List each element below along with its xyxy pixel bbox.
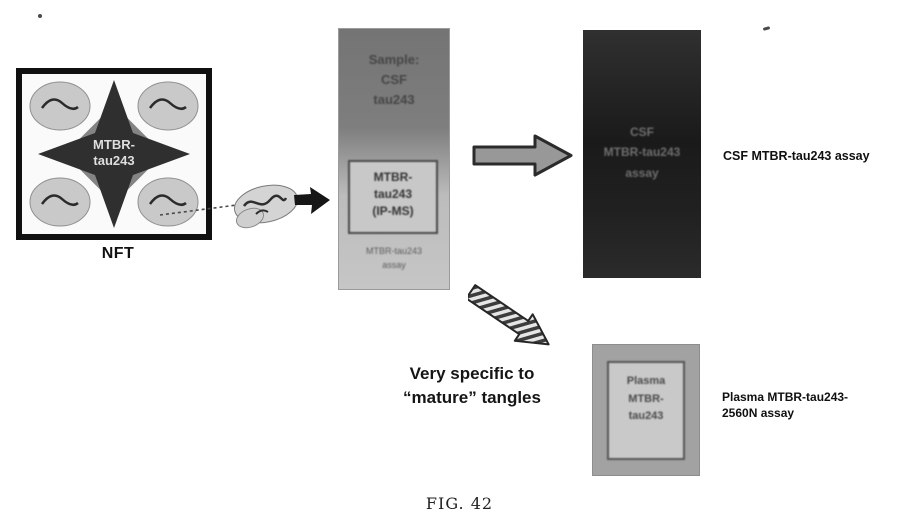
- plasma-assay-panel: Plasma MTBR- tau243: [592, 344, 700, 476]
- panel-text: assay: [625, 165, 659, 180]
- panel-text: MTBR-tau243: [365, 246, 423, 256]
- csf-panel-text: CSF MTBR-tau243 assay: [583, 122, 701, 183]
- dotted-connector-line: [159, 204, 238, 216]
- center-panel-heading: Sample: CSF tau243: [338, 50, 450, 110]
- filament-blob-top-left: [29, 81, 91, 131]
- filament-squiggle: [148, 194, 187, 207]
- plasma-label-line2: 2560N assay: [722, 406, 795, 421]
- filament-blob-top-right: [137, 81, 199, 131]
- csf-assay-panel: CSF MTBR-tau243 assay: [583, 30, 701, 278]
- filament-blob-bottom-left: [29, 177, 91, 227]
- nft-label: NFT: [101, 245, 135, 262]
- note-line2: “mature” tangles: [403, 387, 541, 407]
- filament-blob-bottom-right: [137, 177, 199, 227]
- ip-ms-panel: Sample: CSF tau243 MTBR- tau243 (IP-MS) …: [338, 28, 450, 290]
- panel-text: tau243: [628, 410, 664, 423]
- nft-schematic-box: MTBR- tau243: [16, 68, 212, 240]
- panel-text: MTBR-: [628, 392, 664, 405]
- plasma-label-line1: Plasma MTBR-tau243-: [722, 390, 849, 404]
- plasma-assay-label: Plasma MTBR-tau243- 2560N assay: [722, 389, 917, 421]
- panel-text: CSF: [630, 125, 654, 139]
- right-arrow-small-icon: [294, 187, 330, 214]
- filament-squiggle: [40, 98, 79, 111]
- core-text-line2: tau243: [93, 153, 134, 168]
- note-line1: Very specific to: [409, 364, 535, 383]
- figure-caption: FIG. 42: [425, 494, 494, 513]
- very-specific-note: Very specific to “mature” tangles: [383, 362, 561, 410]
- nft-schematic-drawing: MTBR- tau243: [29, 80, 199, 228]
- stray-dot: [38, 14, 42, 18]
- right-arrow-large-icon: [472, 134, 573, 177]
- panel-text: (IP-MS): [372, 203, 414, 218]
- tau-fragment-blob: [233, 184, 299, 229]
- panel-text: Plasma: [626, 375, 666, 387]
- panel-text: CSF: [381, 72, 407, 88]
- panel-text: assay: [382, 260, 406, 271]
- center-panel-inset-box: MTBR- tau243 (IP-MS): [348, 160, 438, 234]
- plasma-panel-inset-box: Plasma MTBR- tau243: [607, 361, 685, 460]
- panel-text: MTBR-: [373, 170, 413, 184]
- filament-squiggle: [148, 98, 187, 111]
- diagonal-arrow-icon: [468, 284, 550, 346]
- stray-dash: [762, 26, 771, 31]
- panel-text: MTBR-tau243: [603, 145, 681, 160]
- panel-text: Sample:: [368, 52, 420, 67]
- core-text-line1: MTBR-: [93, 137, 135, 152]
- core-star: [38, 80, 190, 228]
- center-panel-footnote: MTBR-tau243 assay: [338, 244, 450, 273]
- panel-text: tau243: [373, 186, 413, 201]
- filament-squiggle: [40, 194, 79, 207]
- panel-text: tau243: [373, 92, 415, 108]
- csf-assay-label: CSF MTBR-tau243 assay: [723, 149, 870, 163]
